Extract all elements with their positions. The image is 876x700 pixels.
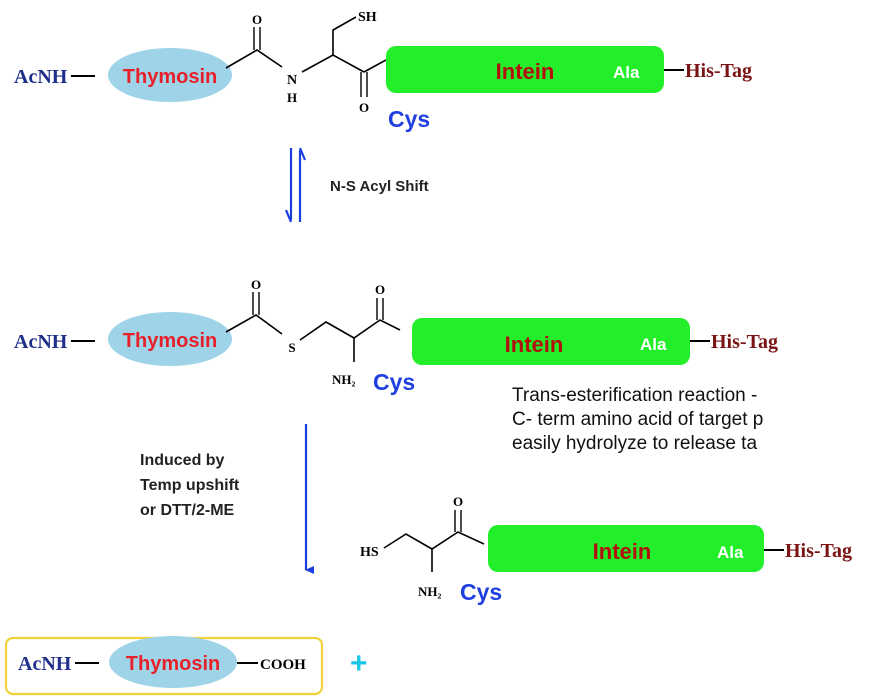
- row1-side-chain: [332, 16, 357, 55]
- row1-intein-label: Intein: [496, 59, 555, 84]
- row2-thymosin-ellipse: [108, 312, 232, 366]
- released-thymosin-product: AcNH Thymosin COOH +: [4, 636, 368, 696]
- row1-thymosin-label: Thymosin: [123, 66, 217, 88]
- row2-ala-label: Ala: [640, 335, 667, 354]
- row3-intein-label: Intein: [593, 539, 652, 564]
- equilibrium-down-head: [284, 209, 293, 223]
- product-thymosin-ellipse: [109, 636, 237, 688]
- row1-intein-block: [386, 46, 664, 93]
- row3-intein-block: [488, 525, 764, 572]
- row2-thymosin-label: Thymosin: [123, 330, 217, 352]
- trans-esterification-note: Trans-esterification reaction - C- term …: [512, 385, 763, 454]
- row3-his-tag-label: His-Tag: [785, 540, 852, 562]
- row1-backbone-b: [301, 54, 365, 73]
- note-line-1: Trans-esterification reaction -: [512, 385, 757, 406]
- row1-backbone-c: [363, 59, 387, 73]
- row2-backbone-a: [225, 314, 283, 335]
- row1-amide-h: H: [287, 90, 297, 105]
- product-cooh-label: COOH: [260, 657, 306, 673]
- row1-backbone-a: [225, 49, 283, 69]
- equilibrium-up-head: [298, 147, 307, 161]
- row2-thioester: AcNH Thymosin O S O NH₂ Cys Intein Ala H…: [14, 277, 778, 395]
- note-line-3: easily hydrolyze to release ta: [512, 433, 757, 454]
- row2-ketone-o: O: [375, 282, 385, 297]
- row2-intein-block: [412, 318, 690, 365]
- row2-acnh-label: AcNH: [14, 331, 68, 353]
- row1-carbonyl-o: O: [252, 12, 262, 27]
- row3-amine-nh2: NH₂: [418, 584, 442, 599]
- row1-his-tag-label: His-Tag: [685, 60, 752, 82]
- product-acnh-label: AcNH: [18, 653, 72, 675]
- row3-ketone-o: O: [453, 494, 463, 509]
- plus-sign: +: [350, 647, 368, 680]
- row1-thymosin-ellipse: [108, 48, 232, 102]
- row1-amide-n: N: [287, 73, 297, 88]
- row1-precursor: AcNH Thymosin O N H SH O Cys Intein Ala …: [14, 10, 752, 132]
- row1-ketone-o: O: [359, 100, 369, 115]
- row2-intein-label: Intein: [505, 332, 564, 357]
- row2-backbone-b: [299, 319, 401, 341]
- row2-thioester-s: S: [288, 340, 295, 355]
- row3-released-intein: HS O NH₂ Cys Intein Ala His-Tag: [360, 494, 852, 605]
- induced-line-2: Temp upshift: [140, 477, 240, 494]
- row1-thiol-sh: SH: [358, 10, 377, 25]
- induced-line-3: or DTT/2-ME: [140, 502, 235, 519]
- row1-ala-label: Ala: [613, 63, 640, 82]
- row2-amine-nh2: NH₂: [332, 372, 356, 387]
- acyl-shift-label: N-S Acyl Shift: [330, 178, 429, 195]
- row3-hs-label: HS: [360, 545, 379, 560]
- equilibrium-arrows: N-S Acyl Shift: [284, 147, 429, 223]
- induced-line-1: Induced by: [140, 452, 225, 469]
- row3-ala-label: Ala: [717, 543, 744, 562]
- row3-backbone: [383, 531, 485, 550]
- row1-cys-label: Cys: [388, 106, 430, 132]
- row2-his-tag-label: His-Tag: [711, 331, 778, 353]
- note-line-2: C- term amino acid of target p: [512, 409, 763, 430]
- row3-cys-label: Cys: [460, 579, 502, 605]
- product-thymosin-label: Thymosin: [126, 653, 220, 675]
- induced-cleavage: Induced by Temp upshift or DTT/2-ME: [140, 424, 314, 574]
- row2-carbonyl-o: O: [251, 277, 261, 292]
- row2-cys-label: Cys: [373, 369, 415, 395]
- row1-acnh-label: AcNH: [14, 66, 68, 88]
